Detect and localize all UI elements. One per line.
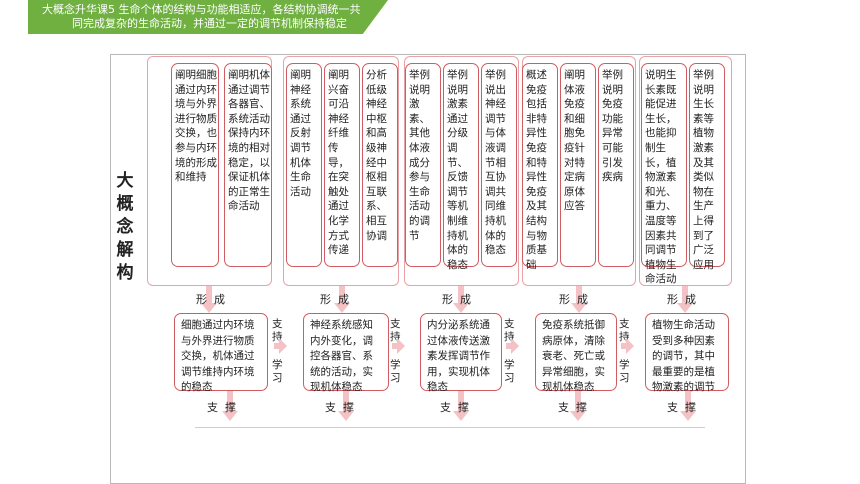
concept-detail-box: 阐明兴奋可沿神经纤维传导，在突触处通过化学方式传递 [324,63,360,267]
concept-detail-box: 阐明神经系统通过反射调节机体生命活动 [286,63,322,267]
down-arrow [453,286,469,313]
concept-box: 细胞通过内环境与外界进行物质交换，机体通过调节维持内环境的稳态 [174,313,268,393]
concept-detail-box: 阐明细胞通过内环境与外界进行物质交换，也参与内环境的形成和维持 [171,63,219,267]
title-char: 概 [116,194,134,214]
support-label: 支持 [504,318,515,343]
support-label: 支持 [619,318,630,343]
concept-detail-box: 分析低级神经中枢和高级神经中枢相互联系、相互协调 [362,63,398,267]
down-arrow [680,391,696,421]
concept-detail-box: 阐明机体通过调节各器官、系统活动保持内环境的相对稳定，以保证机体的正常生命活动 [224,63,272,267]
concept-box: 植物生命活动受到多种因素的调节，其中最重要的是植物激素的调节 [645,313,729,393]
down-arrow [453,391,469,421]
down-arrow [334,286,350,313]
divider [195,427,705,428]
concept-box: 神经系统感知内外变化，调控各器官、系统的活动，实现机体稳态 [303,313,389,393]
form-label: 形 成 [559,293,588,306]
support-down-label: 支 撑 [440,401,469,414]
concept-detail-box: 阐明体液免疫和细胞免疫针对特定病原体应答 [560,63,596,267]
title-char: 解 [116,240,134,260]
concept-detail-box: 举例说明激素通过分级调节、反馈调节等机制维持机体的稳态 [443,63,479,271]
concept-box: 免疫系统抵御病原体，清除衰老、死亡或异常细胞，实现机体稳态 [535,313,617,393]
right-arrow [506,338,519,354]
form-label: 形 成 [196,293,225,306]
down-arrow [201,286,217,313]
form-label: 形 成 [320,293,349,306]
header-line-2: 同完成复杂的生命活动，并通过一定的调节机制保持稳定 [72,17,347,30]
support-down-label: 支 撑 [558,401,587,414]
concept-detail-box: 举例说明生长素等植物激素及其类似物在生产上得到了广泛应用 [689,63,725,271]
support-label: 支持 [272,318,283,343]
down-arrow [677,286,693,313]
down-arrow [338,391,354,421]
title-char: 构 [116,263,134,283]
support-down-label: 支 撑 [207,401,236,414]
vertical-title: 大 概 念 解 构 [114,170,136,285]
group-frame-5 [639,56,732,286]
support-down-label: 支 撑 [325,401,354,414]
header-line-1: 大概念升华课5 生命个体的结构与功能相适应，各结构协调统一共 [42,3,361,16]
right-arrow [621,338,634,354]
learn-label: 学习 [390,359,401,384]
concept-box: 内分泌系统通过体液传送激素发挥调节作用，实现机体稳态 [420,313,502,393]
concept-detail-box: 举例说明激素、其他体液成分参与生命活动的调节 [405,63,441,267]
right-arrow [392,338,405,354]
concept-detail-box: 说明生长素既能促进生长，也能抑制生长，植物激素和光、重力、温度等因素共同调节植物… [641,63,687,285]
down-arrow [571,286,587,313]
group-frame-3 [404,56,519,286]
down-arrow [222,391,238,421]
form-label: 形 成 [442,293,471,306]
concept-detail-box: 概述免疫包括非特异性免疫和特异性免疫及其结构与物质基础 [522,63,558,271]
group-frame-2 [283,56,399,286]
right-arrow [274,338,287,354]
header-banner: 大概念升华课5 生命个体的结构与功能相适应，各结构协调统一共 同完成复杂的生命活… [28,0,388,34]
title-char: 大 [116,171,134,191]
form-label: 形 成 [667,293,696,306]
support-down-label: 支 撑 [667,401,696,414]
learn-label: 学习 [504,359,515,384]
support-label: 支持 [390,318,401,343]
learn-label: 学习 [272,359,283,384]
learn-label: 学习 [619,359,630,384]
concept-detail-box: 举例说出神经调节与体液调节相互协调共同维持机体的稳态 [481,63,517,267]
concept-detail-box: 举例说明免疫功能异常可能引发疾病 [598,63,634,267]
title-char: 念 [116,217,134,237]
down-arrow [570,391,586,421]
